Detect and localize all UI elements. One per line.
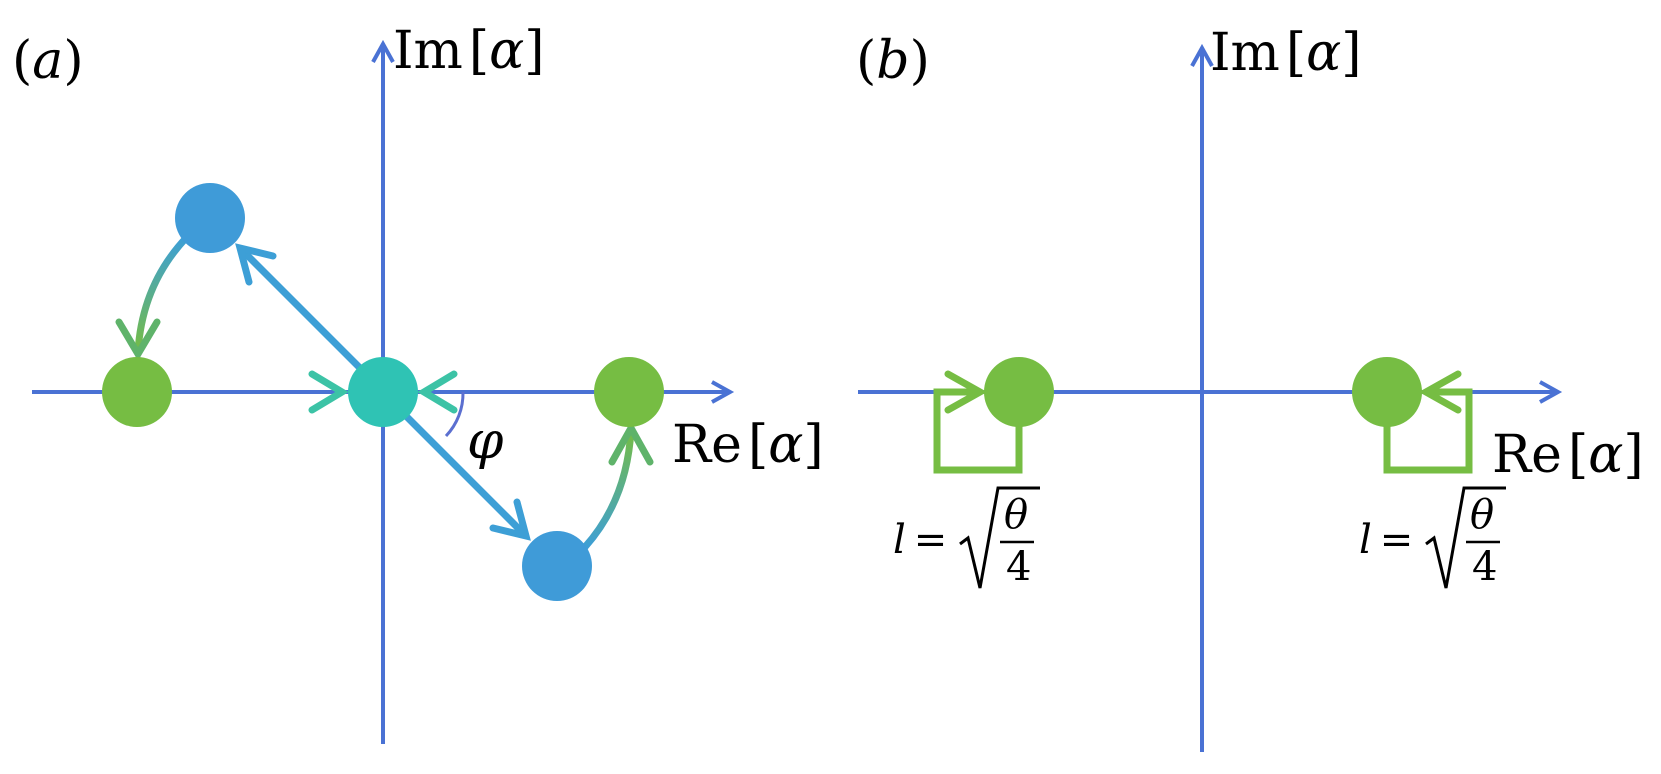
panel-b-real-axis-label: Re[α]: [1492, 425, 1644, 485]
panel-b-real-axis-arrowhead: [1539, 380, 1563, 404]
formula-left-denominator: 4: [1006, 544, 1031, 590]
panel-b-label: (b): [856, 31, 930, 91]
formula-right-lhs: l=: [1359, 517, 1413, 563]
panel-a-label: (a): [12, 31, 84, 91]
panel-a-green-dot-left: [102, 357, 172, 427]
panel-a-imag-axis-label: Im[α]: [393, 21, 545, 81]
panel-a-real-axis-arrowhead: [711, 380, 735, 404]
panel-b-imag-axis-arrowhead: [1190, 43, 1214, 67]
panel-a-blue-dot-upper: [175, 183, 245, 253]
panel-a-left-connector-arrowhead: [308, 370, 349, 414]
panel-a-upper-diagonal-arrow: [237, 245, 363, 371]
formula-left-radical: [959, 486, 1040, 589]
panel-a: (a) Im[α] Re[α] φ: [12, 21, 824, 744]
panel-b-right-loop: [1383, 388, 1473, 474]
panel-a-green-dot-right: [594, 357, 664, 427]
panel-b: (b) Im[α] Re[α] l= θ 4 l= θ 4: [856, 23, 1644, 752]
formula-right-radical: [1425, 486, 1506, 589]
panel-a-right-curved-arrow: [582, 429, 635, 550]
panel-a-angle-arc: [444, 391, 465, 438]
panel-a-blue-dot-lower: [522, 531, 592, 601]
panel-a-teal-dot-origin: [348, 357, 418, 427]
panel-b-formula-left: l= θ 4: [893, 486, 1040, 590]
panel-b-formula-right: l= θ 4: [1359, 486, 1506, 590]
formula-right-denominator: 4: [1472, 544, 1497, 590]
panel-a-angle-label: φ: [467, 411, 504, 471]
panel-b-imag-axis-label: Im[α]: [1210, 23, 1362, 83]
panel-b-green-dot-left: [984, 357, 1054, 427]
panel-b-green-dot-right: [1352, 357, 1422, 427]
panel-a-upper-diagonal-arrowhead: [235, 243, 277, 286]
panel-a-right-connector-arrowhead: [417, 370, 458, 414]
panel-b-left-loop: [933, 388, 1023, 474]
panel-a-right-curved-arrowhead: [608, 420, 654, 466]
panel-a-left-curved-arrowhead: [115, 318, 161, 361]
panel-b-left-loop-arrowhead: [944, 370, 988, 414]
panel-a-left-curved-arrow: [134, 235, 189, 353]
formula-right-numerator: θ: [1470, 492, 1494, 538]
panel-a-real-axis-label: Re[α]: [672, 415, 824, 475]
formula-left-lhs: l=: [893, 517, 947, 563]
panel-a-lower-diagonal-arrow: [403, 413, 529, 539]
panel-a-lower-diagonal-arrowhead: [489, 498, 531, 541]
panel-b-right-loop-arrowhead: [1418, 370, 1462, 414]
panel-a-imag-axis-arrowhead: [371, 39, 395, 63]
formula-left-numerator: θ: [1004, 492, 1028, 538]
